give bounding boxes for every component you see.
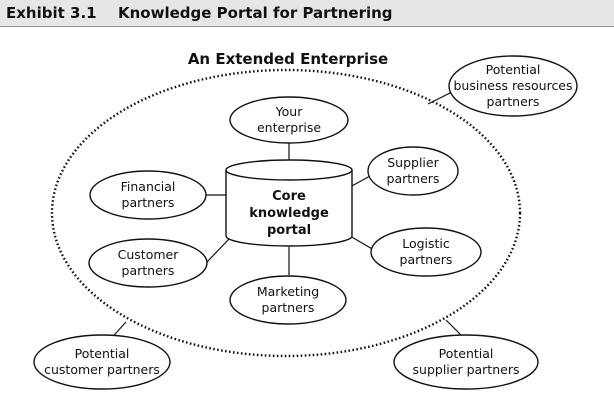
extended-enterprise-boundary [50,68,522,358]
core-portal-cylinder [225,159,353,247]
oval-logistic [370,227,482,277]
connector-business-resources [427,91,453,105]
diagram-title: An Extended Enterprise [187,50,389,68]
oval-supplier [367,146,459,196]
exhibit-title: Knowledge Portal for Partnering [118,4,393,22]
oval-financial [89,170,207,220]
oval-customer [88,238,208,288]
oval-potential-business-resources [448,55,578,117]
oval-potential-supplier [393,334,539,390]
oval-potential-customer [33,334,171,390]
label-core-portal: Core knowledge portal [249,189,329,238]
oval-your-enterprise [229,96,349,144]
connector-supplier [349,175,371,188]
connector-logistic [349,235,375,251]
connector-customer [206,237,231,263]
oval-marketing [229,275,347,325]
exhibit-number: Exhibit 3.1 [6,4,97,22]
exhibit-header-bar: Exhibit 3.1 Knowledge Portal for Partner… [0,0,614,27]
